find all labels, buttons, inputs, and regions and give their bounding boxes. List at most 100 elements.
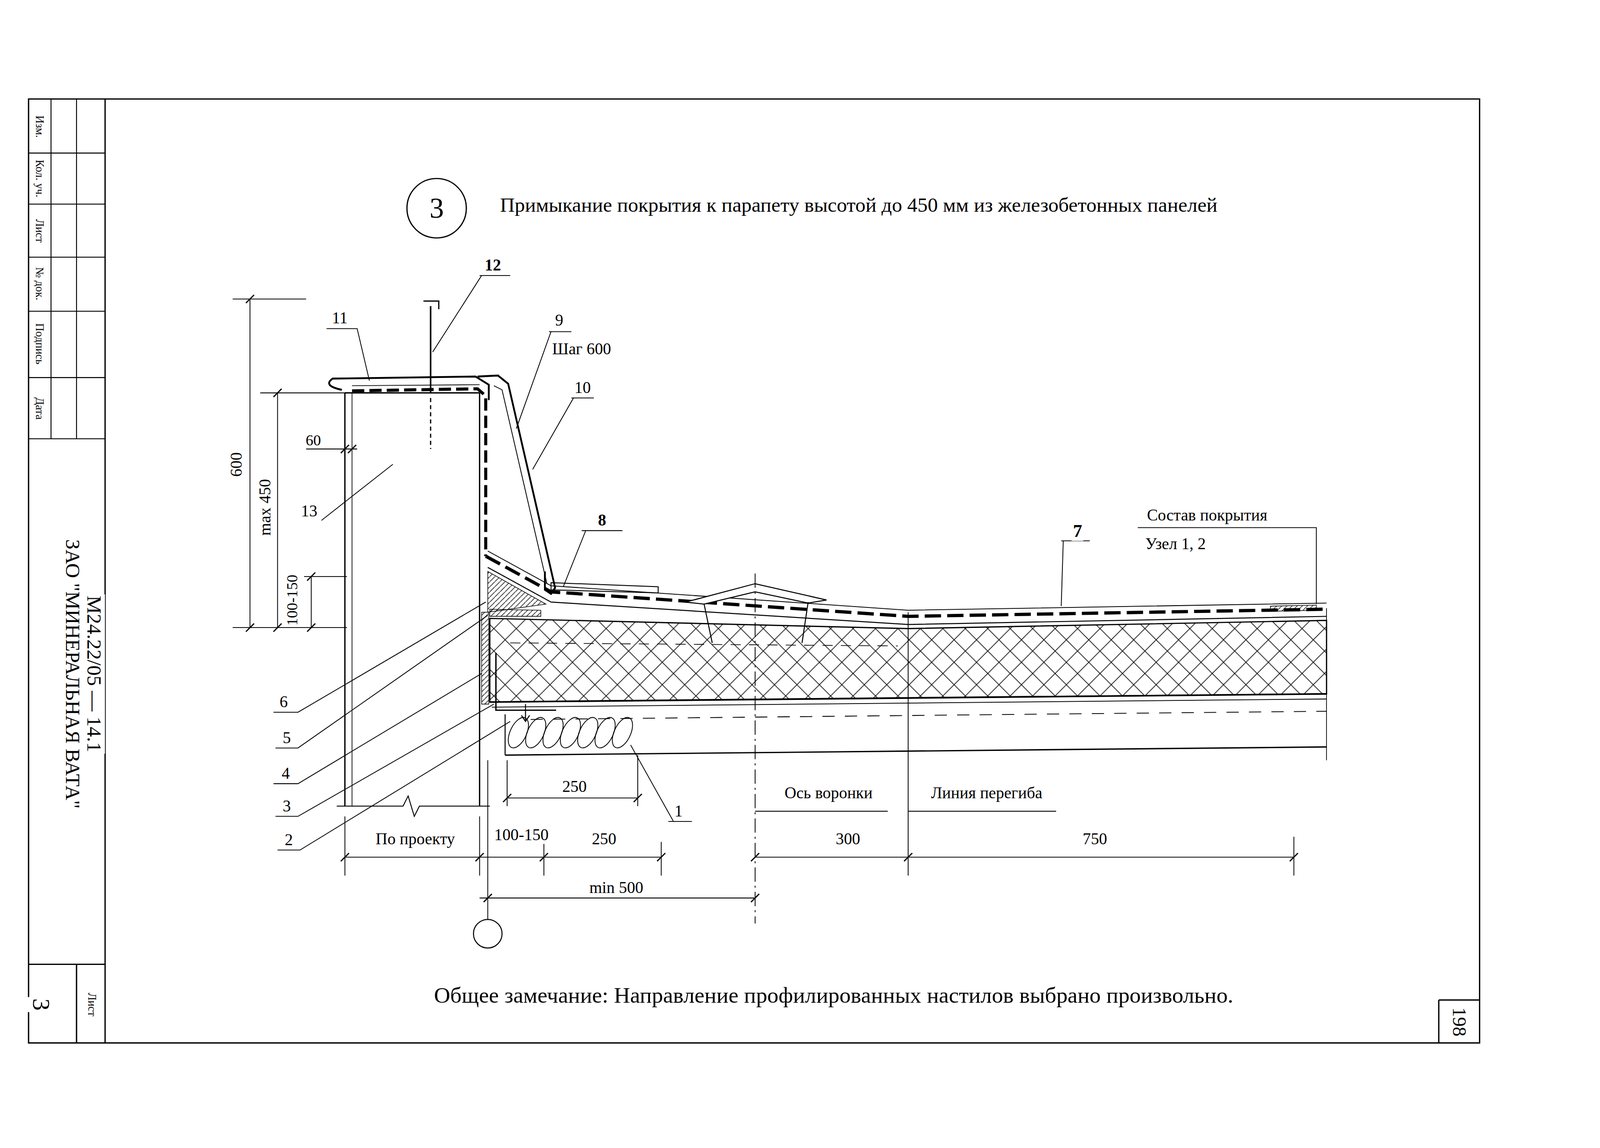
- roof-membrane: [487, 567, 1327, 625]
- mineral-wool-fill: [503, 714, 533, 751]
- title-block-cell: № док.: [33, 265, 46, 302]
- callout-number: 4: [280, 764, 292, 783]
- mineral-wool-fill: [608, 714, 637, 751]
- roof-membrane: [551, 582, 659, 593]
- leader-lines: [532, 397, 595, 470]
- callout-number: 5: [281, 728, 293, 747]
- roof-membrane: [485, 555, 1327, 616]
- profiled-deck: [530, 711, 1327, 720]
- parapet-cap-flashing: [351, 384, 480, 386]
- drawing-title: Примыкание покрытия к парапету высотой д…: [499, 193, 1218, 218]
- axis-lines: [754, 573, 756, 924]
- parapet-panel: [336, 392, 490, 817]
- dimension-lines: [487, 759, 489, 920]
- metal-apron: [493, 385, 548, 584]
- callout-number: 3: [281, 797, 293, 815]
- sheet-frame: [28, 152, 106, 439]
- leader-lines: [1061, 540, 1090, 606]
- callout-number: 10: [573, 378, 593, 397]
- callout-number: 6: [278, 693, 290, 712]
- mineral-wool-fill: [538, 714, 568, 751]
- title-block-cell: 3: [27, 996, 55, 1012]
- leader-lines: [321, 464, 393, 521]
- anchor-rod: [429, 305, 432, 393]
- dimension-value: min 500: [588, 878, 646, 897]
- node-text-holder: 3: [406, 177, 468, 239]
- callout-number: 12: [483, 256, 503, 275]
- dimension-lines: [507, 754, 638, 806]
- leader-lines: [630, 744, 692, 822]
- sheet-frame: [50, 98, 77, 439]
- parapet-cap-flashing: [351, 388, 486, 557]
- title-block-cell: М24.22/05 — 14.1: [82, 594, 106, 754]
- callout-number: 8: [596, 511, 608, 530]
- mineral-wool-fill: [573, 714, 603, 751]
- dimension-lines: [249, 299, 312, 628]
- note-text: Шаг 600: [550, 340, 613, 358]
- dimension-value: 250: [590, 829, 618, 848]
- title-block-cell: ЗАО "МИНЕРАЛЬНАЯ ВАТА": [61, 537, 84, 810]
- title-block-cell: Кол. уч.: [33, 158, 46, 199]
- note-text: Узел 1, 2: [1143, 534, 1208, 553]
- roof-drain: [685, 583, 827, 605]
- dimension-value: 60: [304, 431, 323, 449]
- callout-number: 1: [673, 802, 685, 820]
- profiled-deck: [1325, 608, 1327, 761]
- dimension-lines: [245, 294, 1298, 902]
- roof-membrane: [1270, 604, 1317, 611]
- note-text: Состав покрытия: [1145, 506, 1270, 524]
- callout-number: 2: [283, 830, 295, 849]
- axis-label: Ось воронки: [783, 783, 874, 802]
- parapet-cap-flashing: [329, 376, 489, 556]
- axis-lines: [755, 573, 1057, 924]
- dimension-value: max 450: [256, 477, 275, 538]
- anchor-rod: [423, 300, 439, 310]
- roof-drain: [685, 583, 827, 643]
- insulation: [510, 642, 899, 646]
- fillet-hatch: [487, 571, 547, 613]
- leader-lines: [1137, 527, 1317, 605]
- dimension-lines: [345, 816, 1295, 876]
- title-block-cell: Изм.: [33, 114, 46, 140]
- circle-outline: [406, 178, 467, 238]
- fillet-hatch: [481, 612, 489, 705]
- roof-membrane: [487, 550, 1327, 610]
- parapet-panel: [351, 392, 353, 807]
- axis-lines: [755, 810, 888, 812]
- general-note: Общее замечание: Направление профилирова…: [434, 981, 1234, 1008]
- leader-lines: [432, 275, 510, 352]
- dimension-value: 100-150: [492, 825, 551, 844]
- fillet-hatch: [489, 609, 541, 617]
- anchor-rod: [423, 300, 439, 449]
- sheet-frame: [1438, 999, 1480, 1043]
- dimension-value: 250: [560, 777, 589, 796]
- dimension-lines: [473, 919, 503, 948]
- profiled-deck: [495, 652, 556, 710]
- title-block-cell: Лист: [33, 217, 46, 244]
- parapet-panel: [345, 392, 480, 807]
- mineral-wool-fill: [521, 714, 550, 751]
- metal-apron: [477, 375, 555, 595]
- leader-lines: [273, 275, 1317, 850]
- callout-number: 11: [330, 309, 350, 328]
- title-block-cell: Лист: [85, 990, 98, 1018]
- dimension-value: 600: [227, 450, 246, 478]
- mineral-wool-fill: [556, 714, 585, 751]
- leader-lines: [273, 601, 486, 712]
- dimension-value: По проекту: [374, 829, 457, 848]
- leader-lines: [275, 614, 488, 748]
- leader-lines: [275, 703, 494, 816]
- roof-drain: [704, 601, 809, 643]
- roof-membrane: [485, 550, 1327, 625]
- leader-lines: [563, 530, 623, 587]
- axis-lines: [908, 810, 1057, 812]
- anchor-rod: [430, 397, 432, 449]
- dimension-value: 100-150: [283, 573, 301, 627]
- dimension-lines: [345, 797, 1295, 898]
- callout-number: 13: [299, 502, 319, 520]
- profiled-deck: [504, 714, 506, 756]
- sheet-frame: [104, 98, 106, 1043]
- callout-number: 9: [553, 311, 565, 330]
- leader-lines: [277, 721, 511, 850]
